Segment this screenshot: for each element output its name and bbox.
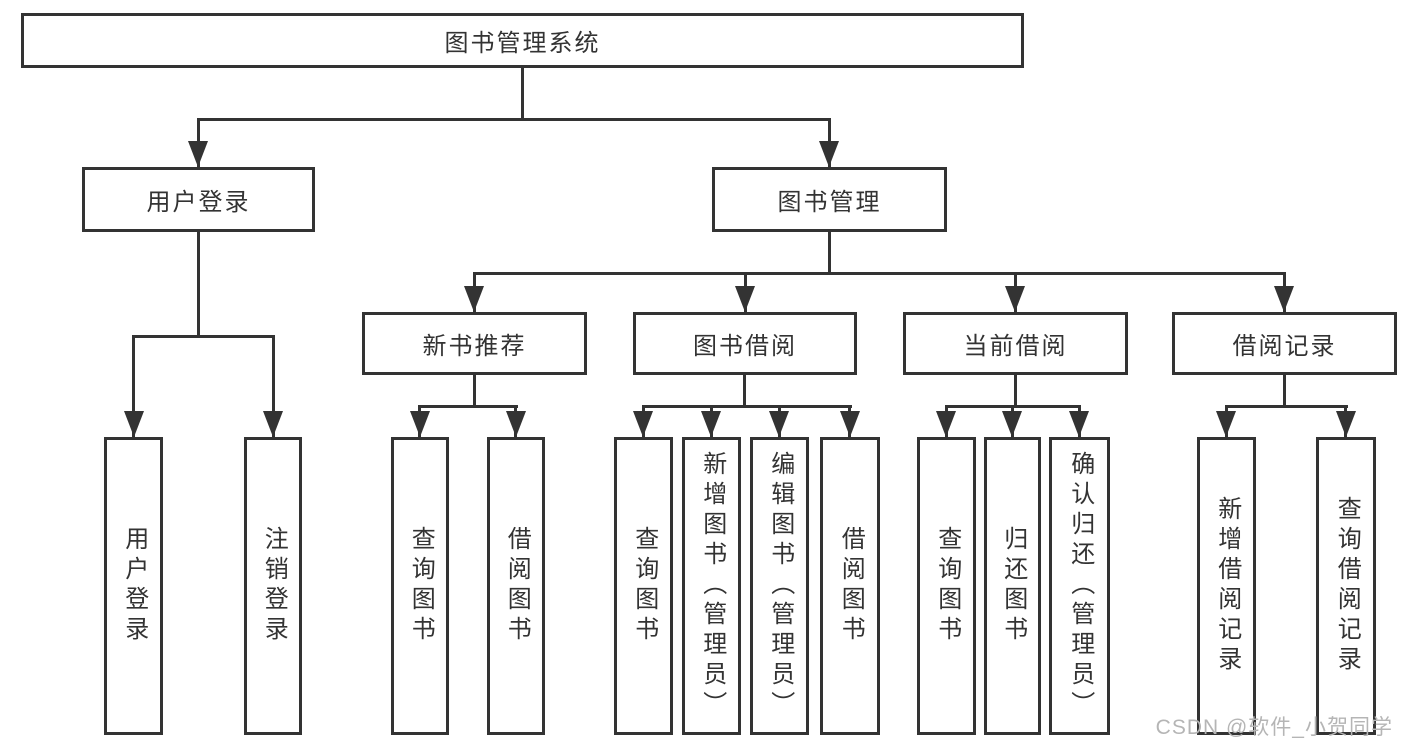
connector-new-books-rail (418, 405, 518, 408)
arrowhead-b2 (701, 411, 721, 437)
leaf-records-query: 查询借阅记录 (1316, 437, 1376, 735)
leaf-current-query: 查询图书 (917, 437, 976, 735)
connector-root-rail (197, 118, 831, 121)
node-book-borrow: 图书借阅 (633, 312, 857, 375)
arrowhead-d2 (1336, 411, 1356, 437)
arrowhead-b1 (633, 411, 653, 437)
connector-new-books-stub (473, 375, 476, 408)
arrowhead-user-login (188, 141, 208, 167)
leaf-logout: 注销登录 (244, 437, 302, 735)
connector-root-stub (521, 68, 524, 121)
leaf-borrow-book: 借阅图书 (820, 437, 880, 735)
arrowhead-b4 (840, 411, 860, 437)
connector-book-management-stub (828, 232, 831, 275)
arrowhead-book-management (819, 141, 839, 167)
node-book-management: 图书管理 (712, 167, 947, 232)
arrowhead-borrow-records (1274, 286, 1294, 312)
arrowhead-logout (263, 411, 283, 437)
arrowhead-c3 (1069, 411, 1089, 437)
connector-book-borrow-stub (743, 375, 746, 408)
leaf-records-add: 新增借阅记录 (1197, 437, 1256, 735)
arrowhead-c2 (1002, 411, 1022, 437)
connector-book-management-rail (473, 272, 1286, 275)
leaf-borrow-add-admin: 新增图书（管理员） (682, 437, 741, 735)
arrowhead-book-borrow (735, 286, 755, 312)
connector-drop-login (132, 335, 135, 437)
csdn-watermark: CSDN @软件_小贺同学 (1155, 716, 1393, 739)
node-new-books: 新书推荐 (362, 312, 587, 375)
connector-current-borrow-stub (1014, 375, 1017, 408)
connector-user-login-rail (132, 335, 275, 338)
leaf-new-books-query: 查询图书 (391, 437, 449, 735)
arrowhead-a2 (506, 411, 526, 437)
arrowhead-b3 (769, 411, 789, 437)
leaf-borrow-edit-admin: 编辑图书（管理员） (750, 437, 809, 735)
leaf-new-books-borrow: 借阅图书 (487, 437, 545, 735)
arrowhead-new-books (464, 286, 484, 312)
arrowhead-a1 (410, 411, 430, 437)
node-borrow-records: 借阅记录 (1172, 312, 1397, 375)
connector-book-borrow-rail (642, 405, 852, 408)
connector-drop-logout (272, 335, 275, 437)
connector-borrow-records-rail (1225, 405, 1348, 408)
connector-user-login-stub (197, 232, 200, 338)
node-root: 图书管理系统 (21, 13, 1024, 68)
node-user-login: 用户登录 (82, 167, 315, 232)
node-current-borrow: 当前借阅 (903, 312, 1128, 375)
leaf-current-confirm-return-admin: 确认归还（管理员） (1049, 437, 1110, 735)
leaf-current-return: 归还图书 (984, 437, 1041, 735)
arrowhead-login (124, 411, 144, 437)
leaf-user-login: 用户登录 (104, 437, 163, 735)
connector-borrow-records-stub (1283, 375, 1286, 408)
arrowhead-d1 (1216, 411, 1236, 437)
arrowhead-current-borrow (1005, 286, 1025, 312)
leaf-borrow-query: 查询图书 (614, 437, 673, 735)
arrowhead-c1 (936, 411, 956, 437)
